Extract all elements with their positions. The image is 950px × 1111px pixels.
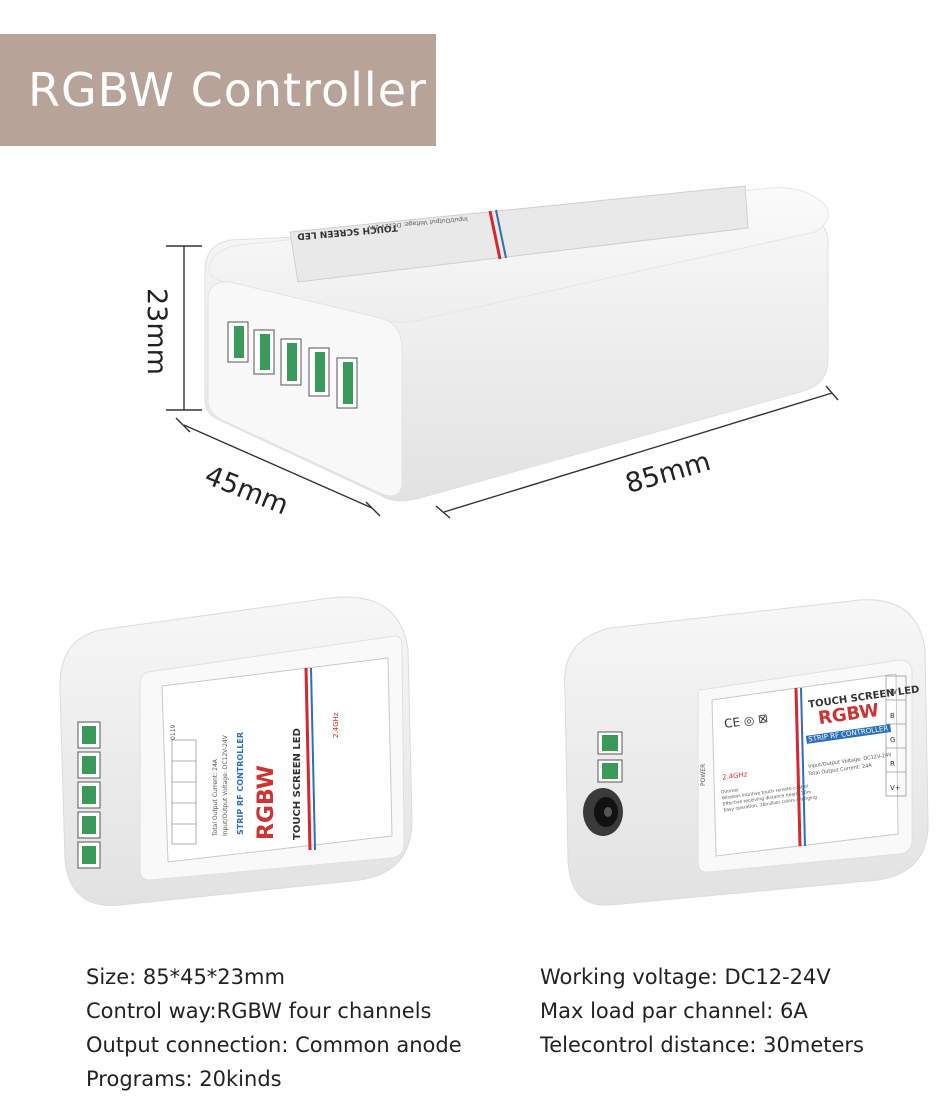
specs-right: Working voltage: DC12-24V Max load par c… xyxy=(540,960,864,1062)
dimension-height-label: 23mm xyxy=(141,288,172,375)
product-illustration xyxy=(59,185,929,906)
spec-telecontrol-distance: Telecontrol distance: 30meters xyxy=(540,1033,864,1057)
device-bottom-right xyxy=(564,599,929,906)
device-bottom-left xyxy=(59,596,413,906)
left-label-rf: 2.4GHz xyxy=(332,712,340,739)
left-label-current: Total Output Current: 24A xyxy=(212,759,219,836)
spec-output-connection: Output connection: Common anode xyxy=(86,1033,462,1057)
right-terminal-labels: W B G R V+ xyxy=(890,680,901,800)
title-banner: RGBW Controller xyxy=(0,34,436,146)
dimension-lines xyxy=(166,245,839,519)
spec-size: Size: 85*45*23mm xyxy=(86,965,285,989)
left-label-strip: STRIP RF CONTROLLER xyxy=(236,731,245,835)
device-top xyxy=(204,185,829,502)
terminal-label: R xyxy=(890,760,895,768)
terminal-label: V+ xyxy=(890,784,901,792)
page-title: RGBW Controller xyxy=(28,63,427,117)
terminal-label: B xyxy=(890,712,895,720)
left-label-code: 0119 xyxy=(170,724,177,740)
terminal-label: G xyxy=(890,736,896,744)
spec-working-voltage: Working voltage: DC12-24V xyxy=(540,965,831,989)
right-label-power: POWER xyxy=(700,763,707,786)
left-label-model: RGBW xyxy=(254,765,279,840)
left-label-voltage: Input/Output Voltage: DC12V-24V xyxy=(222,735,229,836)
terminal-label: W xyxy=(890,688,897,696)
spec-max-load: Max load par channel: 6A xyxy=(540,999,808,1023)
specs-left: Size: 85*45*23mm Control way:RGBW four c… xyxy=(86,960,462,1096)
spec-programs: Programs: 20kinds xyxy=(86,1067,282,1091)
left-label-brand: TOUCH SCREEN LED xyxy=(292,728,303,840)
spec-control-way: Control way:RGBW four channels xyxy=(86,999,432,1023)
